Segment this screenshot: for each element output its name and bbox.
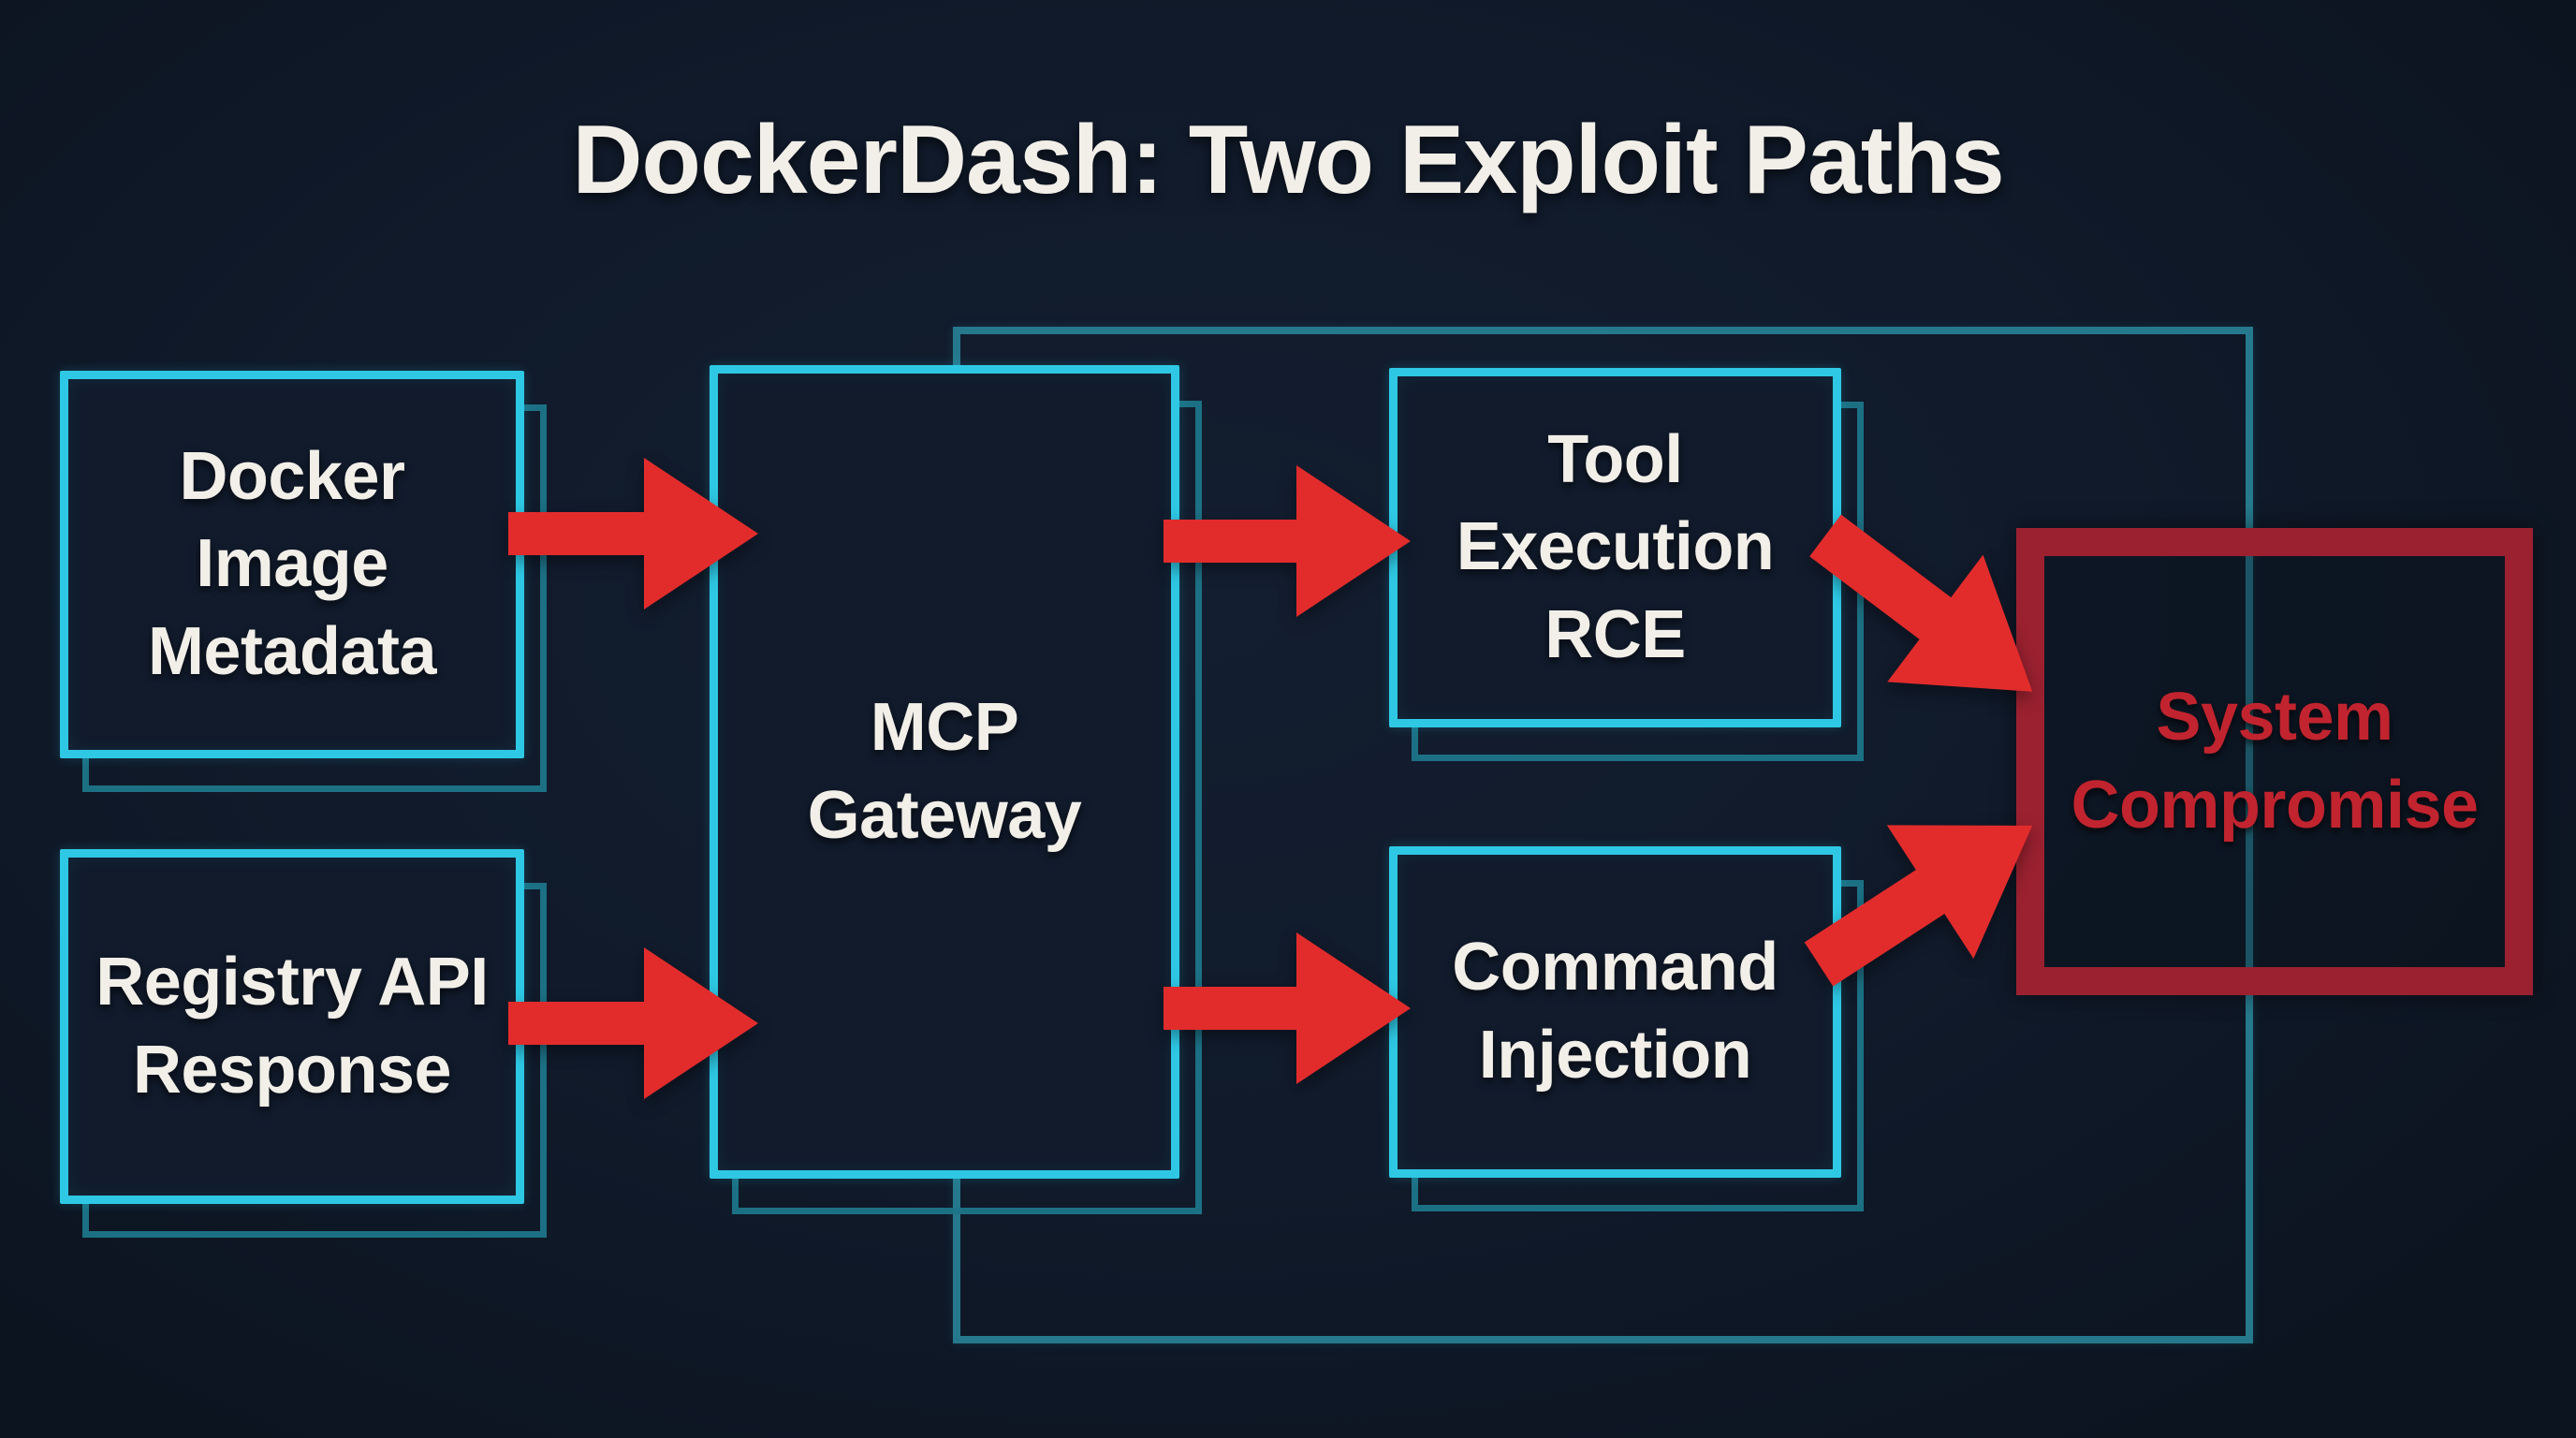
arrow-tool-execution-to-system-compromise (1809, 514, 2033, 692)
arrow-registry-to-mcp (508, 947, 758, 1099)
arrow-command-injection-to-system-compromise (1804, 825, 2033, 987)
arrow-docker-to-mcp (508, 458, 758, 609)
node-system-compromise: System Compromise (2016, 528, 2533, 995)
diagram-title: DockerDash: Two Exploit Paths (572, 106, 2004, 214)
node-tool-execution-rce: Tool Execution RCE (1389, 368, 1841, 727)
node-mcp-gateway-label: MCP Gateway (807, 689, 1082, 853)
node-registry-api-response: Registry API Response (60, 849, 524, 1204)
node-tool-execution-rce-label: Tool Execution RCE (1456, 421, 1775, 672)
node-docker-image-metadata: Docker Image Metadata (60, 371, 524, 758)
node-docker-image-metadata-label: Docker Image Metadata (147, 438, 437, 689)
arrow-mcp-to-tool-execution (1164, 465, 1411, 617)
node-mcp-gateway: MCP Gateway (710, 365, 1179, 1179)
node-command-injection-label: Command Injection (1452, 930, 1778, 1093)
node-system-compromise-label: System Compromise (2071, 679, 2479, 843)
arrow-mcp-to-command-injection (1164, 932, 1411, 1084)
node-command-injection: Command Injection (1389, 846, 1841, 1178)
node-registry-api-response-label: Registry API Response (95, 944, 489, 1108)
